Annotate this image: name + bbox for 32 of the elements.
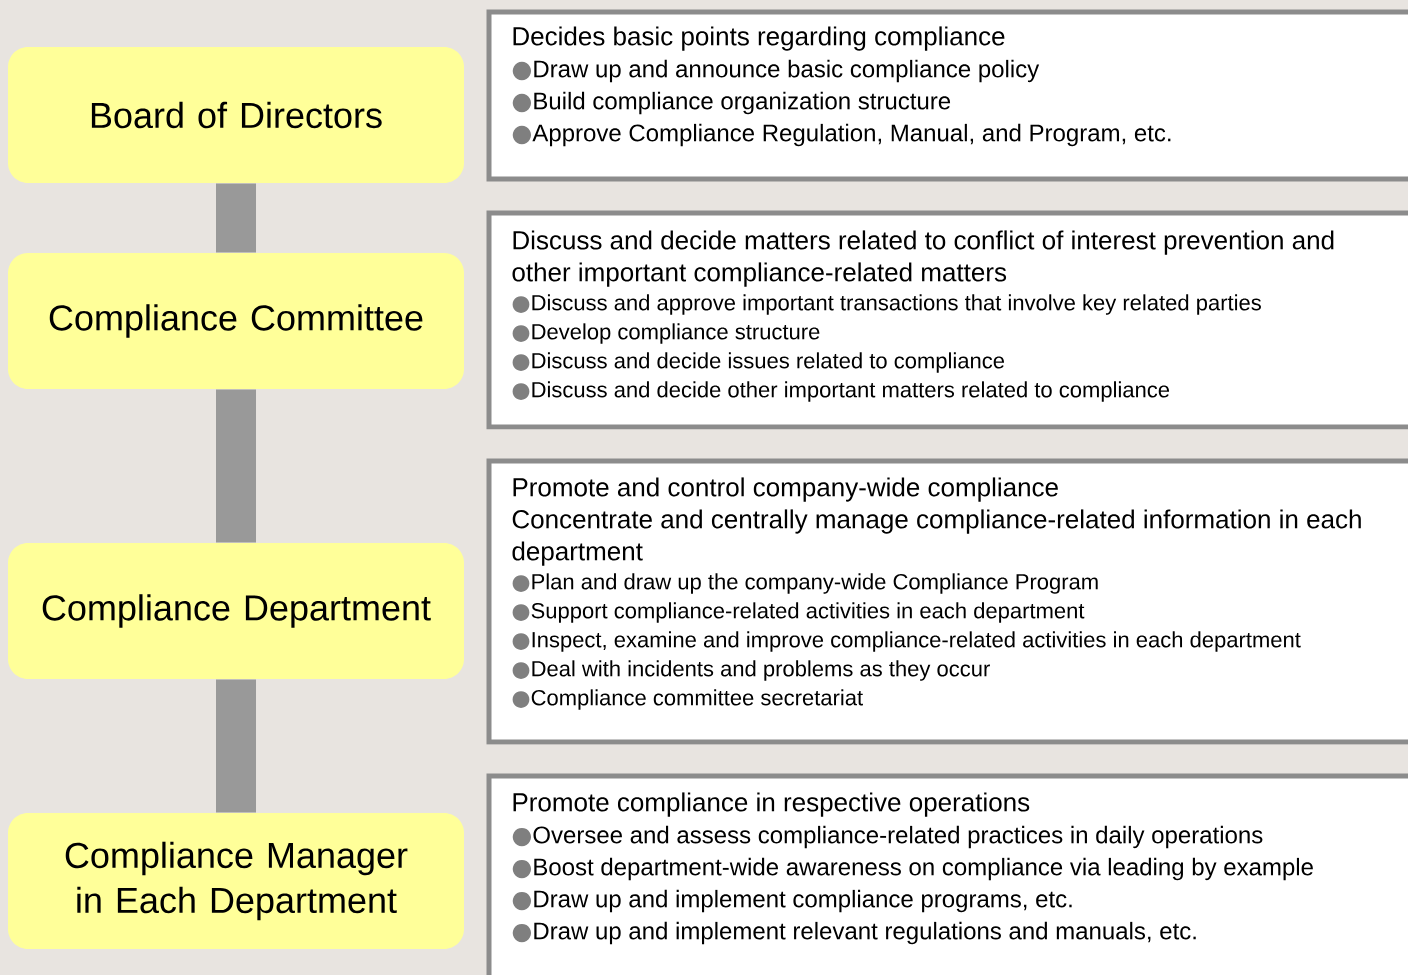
- heading-text: Concentrate and centrally manage compliance-related information in each department: [512, 509, 1361, 566]
- description-box: [486, 458, 1408, 745]
- bullet-item: ●Draw up and implement compliance programs, etc.: [512, 889, 1072, 913]
- bullet-item: ●Discuss and decide issues related to compliance: [512, 352, 1004, 373]
- role-box: Compliance Manager in Each Department: [8, 813, 464, 949]
- role-box: Compliance Committee: [8, 253, 464, 389]
- bullet-item: ●Support compliance-related activities in each department: [512, 602, 1085, 623]
- bullet-item: ●Oversee and assess compliance-related practices in daily operations: [512, 825, 1263, 849]
- bullet-item: ●Draw up and implement relevant regulations and manuals, etc.: [512, 921, 1196, 945]
- bullet-item: ●Inspect, examine and improve compliance-related activities in each department: [512, 631, 1301, 652]
- bullet-item: ●Build compliance organization structure: [512, 91, 951, 115]
- bullet-item: ●Deal with incidents and problems as they occur: [512, 660, 990, 681]
- description-box: [486, 773, 1408, 975]
- bullet-item: ●Discuss and decide other important matters related to compliance: [512, 381, 1170, 402]
- connector-bar: [216, 183, 256, 253]
- bullet-item: ●Discuss and approve important transactions that involve key related parties: [512, 294, 1261, 315]
- role-box: Compliance Department: [8, 543, 464, 679]
- bullet-item: ●Compliance committee secretariat: [512, 689, 863, 710]
- bullet-item: ●Approve Compliance Regulation, Manual, and Program, etc.: [512, 123, 1171, 147]
- heading-text: Discuss and decide matters related to conflict of interest prevention and other important compliance-related matters: [512, 230, 1334, 287]
- description-box: [486, 210, 1408, 430]
- heading-text: Promote and control company-wide compliance: [513, 477, 1058, 502]
- heading-text: Promote compliance in respective operations: [513, 792, 1030, 817]
- bullet-item: ●Boost department-wide awareness on compliance via leading by example: [512, 857, 1313, 881]
- connector-bar: [216, 389, 256, 543]
- description-box: [486, 9, 1408, 182]
- bullet-item: ●Draw up and announce basic compliance policy: [512, 59, 1040, 83]
- bullet-item: ●Develop compliance structure: [512, 323, 820, 344]
- bullet-item: ●Plan and draw up the company-wide Compliance Program: [512, 573, 1098, 594]
- role-box: Board of Directors: [8, 47, 464, 183]
- connector-bar: [216, 679, 256, 813]
- heading-text: Decides basic points regarding compliance: [513, 26, 1005, 51]
